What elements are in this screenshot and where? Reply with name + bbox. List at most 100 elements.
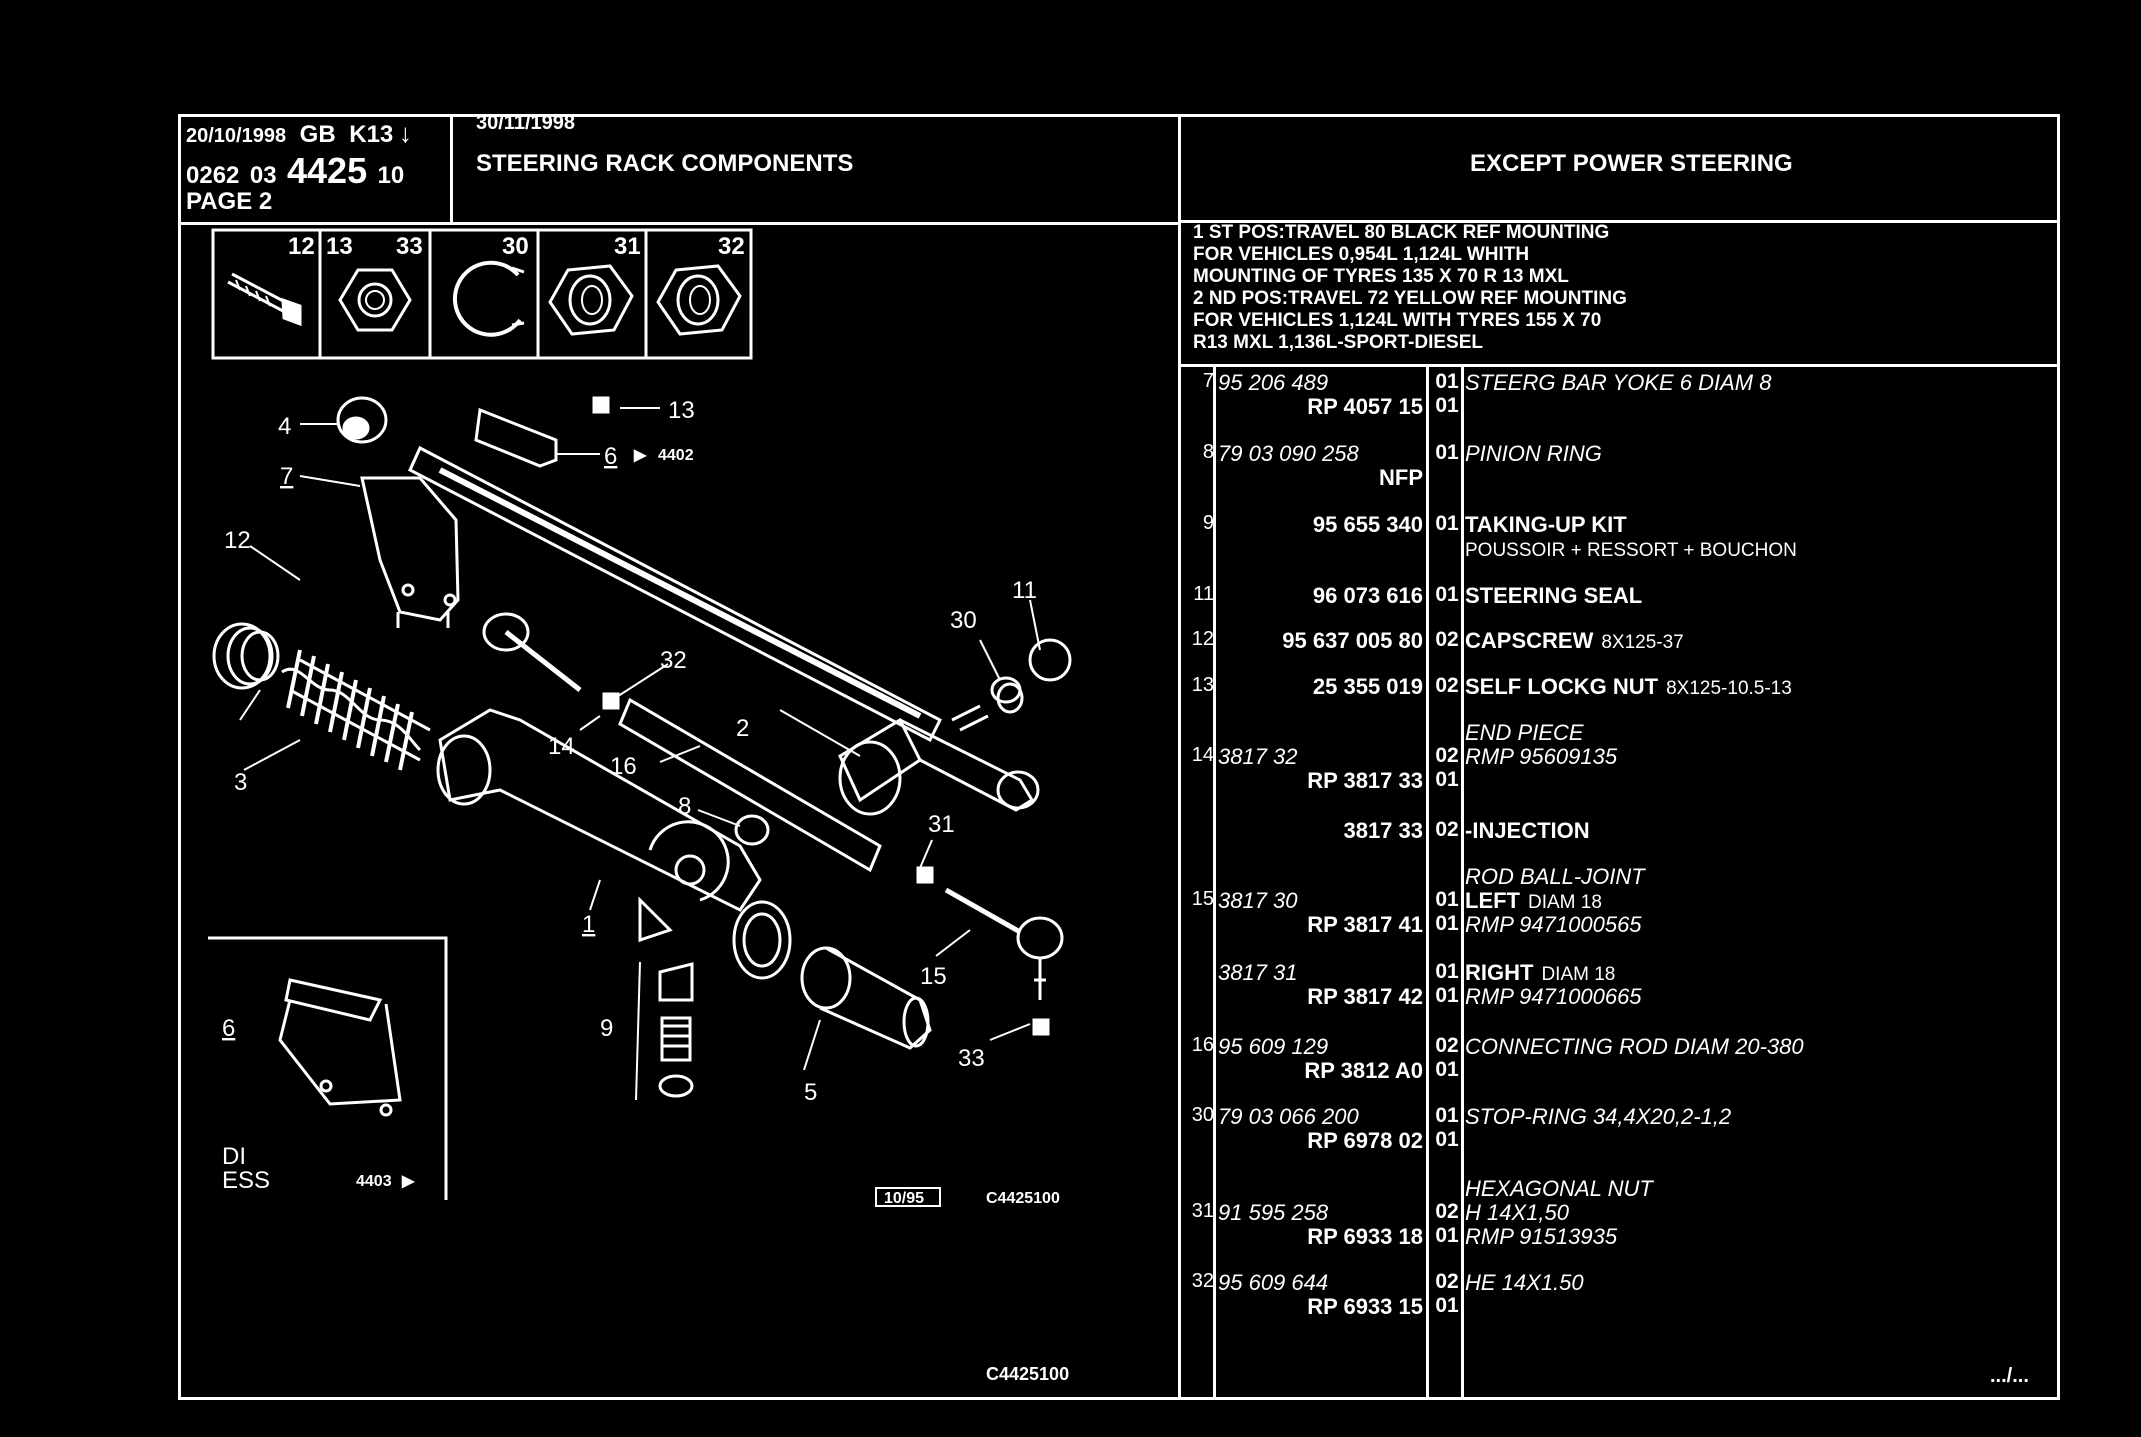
part-description: RMP 95609135 — [1465, 744, 2055, 770]
part-description-spec: DIAM 18 — [1541, 964, 1616, 985]
part-description: RMP 9471000665 — [1465, 984, 2055, 1010]
part-quantity: 01 — [1435, 441, 1459, 464]
table-divider-qty-left — [1426, 364, 1429, 1398]
part-reference: 95 206 489 — [1218, 370, 1329, 395]
part-reference: 95 609 644 — [1218, 1270, 1329, 1295]
part-description: CONNECTING ROD DIAM 20-380 — [1465, 1034, 2055, 1060]
fastener-label: 33 — [396, 233, 423, 260]
part-position: 15 — [1191, 888, 1214, 910]
part-reference: RP 6978 02 — [1307, 1128, 1423, 1153]
part-description-text: CAPSCREW — [1465, 628, 1594, 653]
table-divider-ref — [1213, 364, 1216, 1398]
part-quantity: 02 — [1435, 628, 1459, 651]
part-quantity: 02 — [1435, 818, 1459, 841]
header-ref-c: 10 — [377, 162, 405, 189]
callout-30: 30 — [950, 607, 977, 634]
inset-label-line2: ESS — [222, 1167, 270, 1194]
callout-11: 11 — [1012, 577, 1037, 604]
part-description-text: RMP 95609135 — [1465, 744, 1618, 769]
capscrew-icon — [227, 272, 302, 327]
callout-16: 16 — [610, 753, 637, 780]
header-ref-b: 03 — [249, 162, 277, 189]
part-description-text: SELF LOCKG NUT — [1465, 674, 1659, 699]
part-heading: END PIECE — [1465, 720, 1584, 745]
fastener-box — [211, 228, 753, 360]
part-description: RMP 91513935 — [1465, 1224, 2055, 1250]
part-position: 9 — [1202, 512, 1214, 534]
part-quantity: 02 — [1435, 1270, 1459, 1293]
note-line: FOR VEHICLES 0,954L 1,124L WHITH — [1193, 244, 1530, 265]
inset-ref-arrow: ▶ — [401, 1173, 415, 1190]
part-reference: 3817 33 — [1343, 818, 1423, 843]
part-position: 32 — [1191, 1270, 1214, 1292]
diesel-inset — [208, 936, 448, 1200]
header-bottom-rule-right — [1180, 220, 2060, 223]
bushing — [336, 396, 388, 444]
inset-ref: 4403 — [356, 1173, 392, 1190]
part-reference: NFP — [1379, 465, 1423, 490]
pinion-ring — [734, 814, 770, 846]
condition-title: EXCEPT POWER STEERING — [1470, 150, 1793, 177]
fastener-label: 32 — [718, 233, 745, 260]
hex-nut-icon — [548, 264, 634, 336]
header-ref-line2: 0262 03 4425 10 — [186, 150, 404, 192]
callout-2: 2 — [736, 715, 749, 742]
rack-bar — [408, 445, 943, 743]
part-position: 30 — [1191, 1104, 1214, 1126]
part-position: 14 — [1191, 744, 1214, 766]
part-reference: RP 3817 41 — [1307, 912, 1423, 937]
column-divider-main — [1178, 114, 1181, 1400]
part-description: STOP-RING 34,4X20,2-1,2 — [1465, 1104, 2055, 1130]
part-quantity: 02 — [1435, 1200, 1459, 1223]
part-position: 13 — [1191, 674, 1214, 696]
callout-8: 8 — [678, 793, 691, 820]
part-reference: 95 609 129 — [1218, 1034, 1329, 1059]
header-group-number: 4425 — [287, 150, 368, 191]
fastener-label: 30 — [502, 233, 529, 260]
part-description-spec: 8X125-37 — [1601, 632, 1684, 653]
part-position: 12 — [1191, 628, 1214, 650]
header-date2: 30/11/1998 — [476, 112, 575, 134]
part-reference: 96 073 616 — [1312, 583, 1423, 608]
part-description-text: PINION RING — [1465, 441, 1602, 466]
part-reference: 3817 31 — [1218, 960, 1298, 985]
part-quantity: 01 — [1435, 1058, 1459, 1081]
inset-callout-6: 6 — [222, 1015, 235, 1042]
inset-label-line1: DI — [222, 1143, 246, 1170]
part-quantity: 01 — [1435, 960, 1459, 983]
note-line: 1 ST POS:TRAVEL 80 BLACK REF MOUNTING — [1193, 222, 1610, 243]
part-reference: RP 3817 42 — [1307, 984, 1423, 1009]
hex-nut-flanged-icon — [656, 264, 742, 336]
part-reference: 79 03 066 200 — [1218, 1104, 1359, 1129]
callout-33: 33 — [958, 1045, 985, 1072]
catalog-sheet — [178, 114, 2060, 1400]
header-arrow: ↓ — [398, 118, 412, 148]
part-description: PINION RING — [1465, 441, 2055, 467]
part-description-text: H 14X1,50 — [1465, 1200, 1569, 1225]
part-description: STEERING SEAL — [1465, 583, 2055, 609]
part-quantity: 01 — [1435, 394, 1459, 417]
part-description-text: CONNECTING ROD DIAM 20-380 — [1465, 1034, 1804, 1059]
callout-6: 6 — [604, 443, 617, 470]
part-description-text: HE 14X1.50 — [1465, 1270, 1584, 1295]
connecting-rod — [618, 697, 882, 873]
callout-5: 5 — [804, 1079, 817, 1106]
callout-15: 15 — [920, 963, 947, 990]
part-quantity: 02 — [1435, 674, 1459, 697]
header-country: GB — [299, 121, 336, 148]
page-title: STEERING RACK COMPONENTS — [476, 150, 854, 177]
part-description: HE 14X1.50 — [1465, 1270, 2055, 1296]
part-reference: 3817 32 — [1218, 744, 1298, 769]
callout-14: 14 — [548, 733, 575, 760]
part-description: H 14X1,50 — [1465, 1200, 2055, 1226]
part-reference: RP 4057 15 — [1307, 394, 1423, 419]
fastener-label: 31 — [614, 233, 641, 260]
part-quantity: 01 — [1435, 512, 1459, 535]
application-notes: 1 ST POS:TRAVEL 80 BLACK REF MOUNTING FO… — [1193, 222, 1627, 354]
continuation-mark: .../... — [1990, 1365, 2029, 1387]
part-description: STEERG BAR YOKE 6 DIAM 8 — [1465, 370, 2055, 396]
part-description-text: RMP 91513935 — [1465, 1224, 1618, 1249]
header-page: PAGE 2 — [186, 188, 273, 215]
